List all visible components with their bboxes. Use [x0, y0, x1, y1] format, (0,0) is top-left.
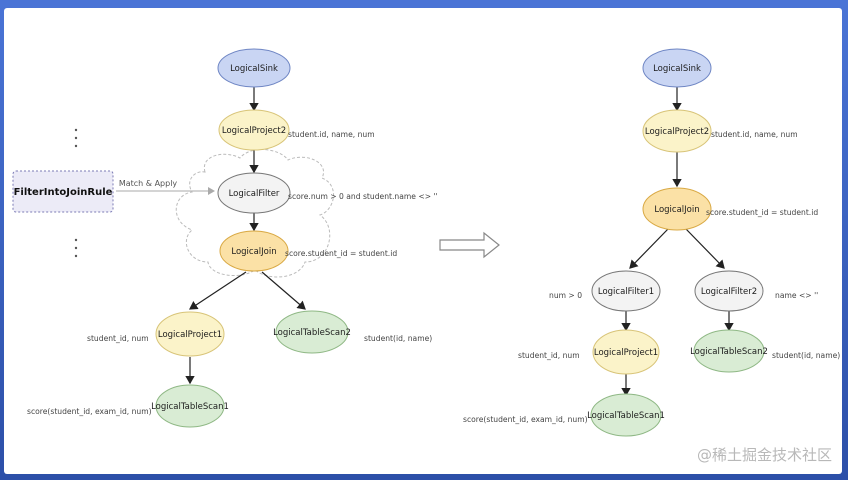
after-edge-join-filter2 — [685, 228, 725, 269]
after-filter1-label: LogicalFilter1 — [598, 287, 654, 297]
after-filter2-node — [694, 270, 764, 312]
after-join-label: LogicalJoin — [654, 205, 699, 215]
before-filter-label: LogicalFilter — [229, 189, 280, 199]
after-scan1-node — [590, 393, 662, 437]
after-scan2-label: LogicalTableScan2 — [690, 347, 768, 357]
after-filter1-node — [591, 270, 661, 312]
transform-arrow — [439, 231, 500, 259]
after-filter2-note: name <> '' — [775, 291, 818, 300]
ellipsis-dots-bottom — [74, 238, 78, 258]
before-filter-note: score.num > 0 and student.name <> '' — [288, 192, 438, 201]
after-edge-join-filter1 — [629, 228, 669, 269]
after-scan1-label: LogicalTableScan1 — [587, 411, 665, 421]
after-project1-label: LogicalProject1 — [594, 348, 658, 358]
after-join-note: score.student_id = student.id — [706, 208, 818, 217]
edge-join-scan2 — [261, 271, 306, 310]
before-join-node — [219, 230, 289, 272]
after-project1-note: student_id, num — [518, 351, 580, 360]
after-filter1-note: num > 0 — [549, 291, 582, 300]
after-filter2-label: LogicalFilter2 — [701, 287, 757, 297]
after-sink-label: LogicalSink — [653, 64, 701, 74]
before-project1-label: LogicalProject1 — [158, 330, 222, 340]
before-scan2-note: student(id, name) — [364, 334, 432, 343]
before-project1-node — [155, 311, 225, 357]
after-scan1-note: score(student_id, exam_id, num) — [463, 415, 588, 424]
after-project2-label: LogicalProject2 — [645, 127, 709, 137]
before-scan2-label: LogicalTableScan2 — [273, 328, 351, 338]
after-project1-node — [592, 329, 660, 375]
rule-box — [12, 170, 114, 213]
before-scan1-node — [155, 384, 225, 428]
rule-name: FilterIntoJoinRule — [14, 187, 113, 198]
edge-join-project1 — [188, 271, 247, 310]
before-join-note: score.student_id = student.id — [285, 249, 397, 258]
after-project2-node — [642, 109, 712, 153]
after-sink-node — [642, 48, 712, 88]
before-project1-note: student_id, num — [87, 334, 149, 343]
match-apply-label: Match & Apply — [119, 179, 178, 188]
watermark: @稀土掘金技术社区 — [697, 446, 832, 464]
diagram-canvas — [4, 8, 842, 474]
after-join-node — [642, 187, 712, 231]
before-project2-note: student.id, name, num — [288, 130, 375, 139]
before-project2-node — [218, 109, 290, 151]
before-scan2-node — [275, 310, 349, 354]
after-scan2-note: student(id, name) — [772, 351, 840, 360]
after-scan2-node — [693, 329, 765, 373]
before-filter-node — [217, 172, 291, 214]
before-join-label: LogicalJoin — [231, 247, 276, 257]
before-sink-label: LogicalSink — [230, 64, 278, 74]
before-scan1-note: score(student_id, exam_id, num) — [27, 407, 152, 416]
filter-match-cloud — [175, 149, 334, 278]
before-scan1-label: LogicalTableScan1 — [151, 402, 229, 412]
ellipsis-dots-top — [74, 128, 78, 148]
after-project2-note: student.id, name, num — [711, 130, 798, 139]
before-sink-node — [217, 48, 291, 88]
before-project2-label: LogicalProject2 — [222, 126, 286, 136]
